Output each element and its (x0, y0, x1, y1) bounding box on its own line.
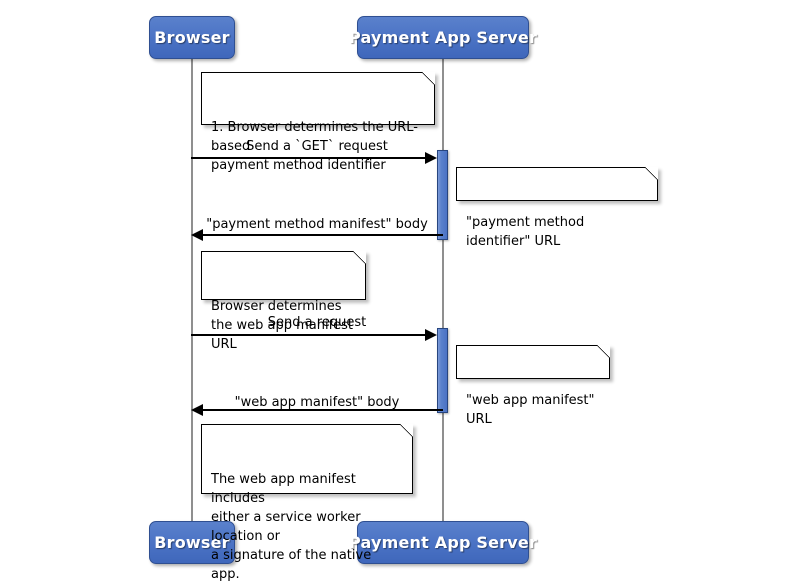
note-browser-determines-web-app-manifest-url-text: Browser determines the web app manifest … (211, 299, 354, 352)
note-browser-determines-web-app-manifest-url: Browser determines the web app manifest … (201, 251, 366, 352)
note-web-app-manifest-includes: The web app manifest includes either a s… (201, 424, 413, 582)
message-arrowhead-get-request (425, 152, 437, 164)
note-web-app-manifest-includes-text: The web app manifest includes either a s… (211, 472, 372, 582)
message-line-get-request (191, 157, 431, 159)
note-browser-determines-identifier-text: 1. Browser determines the URL-based paym… (211, 120, 418, 173)
note-web-app-manifest-url-text: "web app manifest" URL (466, 393, 595, 427)
note-web-app-manifest-url: "web app manifest" URL (456, 345, 610, 427)
note-fold-icon (645, 167, 658, 180)
lifeline-browser (191, 59, 193, 521)
message-line-payment-method-manifest-body (203, 234, 443, 236)
participant-browser-bottom-label: Browser (154, 533, 230, 552)
participant-payment-app-server-top-label: Payment App Server (348, 28, 538, 47)
message-line-send-a-request (191, 334, 431, 336)
lifeline-payment-app-server (442, 59, 444, 521)
note-fold-icon (597, 345, 610, 358)
participant-browser-bottom[interactable]: Browser (149, 521, 235, 564)
participant-payment-app-server-bottom[interactable]: Payment App Server (349, 521, 537, 564)
message-line-web-app-manifest-body (203, 409, 443, 411)
note-fold-icon (400, 424, 413, 437)
activation-bar-server-1 (437, 150, 448, 240)
message-label-web-app-manifest-body: "web app manifest" body (234, 395, 400, 410)
participant-browser-top-label: Browser (154, 28, 230, 47)
participant-browser-top[interactable]: Browser (149, 16, 235, 59)
message-arrowhead-send-a-request (425, 329, 437, 341)
message-label-get-request: Send a `GET` request (246, 139, 388, 154)
note-fold-icon (422, 72, 435, 85)
message-label-payment-method-manifest-body: "payment method manifest" body (206, 217, 428, 232)
participant-payment-app-server-top[interactable]: Payment App Server (349, 16, 537, 59)
note-browser-determines-identifier: 1. Browser determines the URL-based paym… (201, 72, 435, 173)
activation-bar-server-2 (437, 328, 448, 413)
note-payment-method-identifier-url-text: "payment method identifier" URL (466, 215, 585, 249)
note-fold-icon (353, 251, 366, 264)
message-label-send-a-request: Send a request (191, 315, 443, 330)
message-arrowhead-payment-method-manifest-body (191, 229, 203, 241)
message-arrowhead-web-app-manifest-body (191, 404, 203, 416)
participant-payment-app-server-bottom-label: Payment App Server (348, 533, 538, 552)
note-payment-method-identifier-url: "payment method identifier" URL (456, 167, 658, 249)
